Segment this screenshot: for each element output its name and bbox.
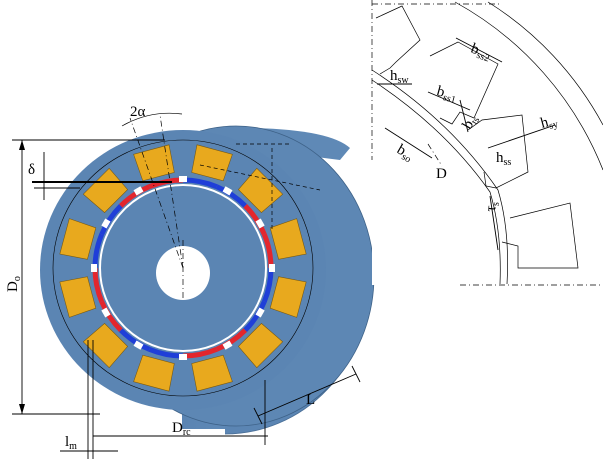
label-drc: Drc bbox=[172, 420, 191, 438]
coil-layer bbox=[59, 144, 307, 392]
d-leader bbox=[427, 143, 443, 167]
slot-opening-gap bbox=[101, 307, 111, 318]
label-hsw: hsw bbox=[390, 68, 409, 86]
slot-opening-gap bbox=[222, 340, 233, 350]
magnet-ring bbox=[91, 176, 275, 360]
main-dimensions bbox=[12, 112, 361, 459]
coil-slot-icon bbox=[133, 354, 175, 392]
coil-slot-icon bbox=[82, 322, 129, 369]
slot-2 bbox=[429, 41, 499, 125]
magnet-segment bbox=[99, 300, 123, 332]
magnet-segment bbox=[119, 328, 151, 352]
inset-bore-arc bbox=[371, 69, 508, 285]
slot-opening-gap bbox=[91, 264, 97, 272]
label-l: L bbox=[306, 392, 315, 408]
label-bss1: bss1 bbox=[434, 83, 458, 106]
slot-opening-gap bbox=[222, 186, 233, 196]
label-taus: τs bbox=[483, 201, 502, 213]
do-arrow-bottom bbox=[19, 404, 25, 414]
slot-opening-gap bbox=[133, 186, 144, 196]
slot-opening-gap bbox=[133, 340, 144, 350]
bss1-dim bbox=[427, 91, 471, 111]
slot-3 bbox=[467, 114, 529, 189]
coil-slot-icon bbox=[269, 276, 307, 318]
magnet-segment bbox=[119, 184, 151, 208]
l-dim-line bbox=[257, 373, 357, 417]
magnet-segment bbox=[215, 328, 247, 352]
two-alpha-arc bbox=[121, 112, 183, 127]
shaft-hole-icon bbox=[156, 246, 210, 300]
hsy-dim bbox=[487, 124, 556, 149]
coil-slot-icon bbox=[191, 144, 233, 182]
slot-4 bbox=[501, 202, 579, 269]
slot-opening-gap bbox=[269, 264, 275, 272]
magnet-segment bbox=[243, 204, 267, 236]
label-do: Do bbox=[5, 276, 23, 292]
coil-slot-icon bbox=[133, 144, 175, 182]
bts-dim bbox=[459, 99, 469, 133]
bss2-dim bbox=[455, 37, 503, 63]
coil-slot-icon bbox=[269, 218, 307, 260]
slot-opening-gap bbox=[101, 218, 111, 229]
l-ext-left bbox=[253, 407, 263, 425]
coil-slot-icon bbox=[82, 167, 129, 214]
inset-outer-arc bbox=[487, 1, 603, 126]
label-hsy: hsy bbox=[539, 112, 560, 134]
magnet-segment bbox=[99, 204, 123, 236]
inset-outer-arc-2 bbox=[454, 1, 603, 171]
slot-1 bbox=[375, 5, 421, 75]
slot-opening-gap bbox=[255, 307, 265, 318]
coil-slot-icon bbox=[59, 218, 97, 260]
rotor-inner-edge bbox=[99, 184, 267, 352]
magnet-segment bbox=[243, 300, 267, 332]
label-hss: hss bbox=[496, 150, 511, 168]
magnet-segment bbox=[215, 184, 247, 208]
coil-slot-icon bbox=[237, 322, 284, 369]
label-lm: lm bbox=[65, 434, 77, 452]
slot-detail-inset bbox=[371, 0, 603, 286]
slot-opening-gap bbox=[255, 218, 265, 229]
inset-bore-arc-inner bbox=[371, 79, 501, 285]
label-d: D bbox=[436, 166, 447, 182]
coil-slot-icon bbox=[191, 354, 233, 392]
do-arrow-top bbox=[19, 140, 25, 150]
inset-background bbox=[372, 0, 603, 285]
label-two-alpha: 2α bbox=[130, 104, 146, 120]
front-face-inner-ring-line bbox=[52, 139, 314, 397]
two-alpha-line-left bbox=[129, 117, 184, 269]
slot-opening-gap bbox=[179, 354, 187, 360]
slot-opening-gap bbox=[179, 176, 187, 182]
bso-dim bbox=[384, 127, 433, 159]
l-ext-right bbox=[351, 365, 361, 383]
label-delta: δ bbox=[28, 162, 35, 178]
coil-slot-icon bbox=[59, 276, 97, 318]
label-bss2: bss2 bbox=[468, 41, 493, 65]
taus-dim bbox=[489, 195, 499, 251]
